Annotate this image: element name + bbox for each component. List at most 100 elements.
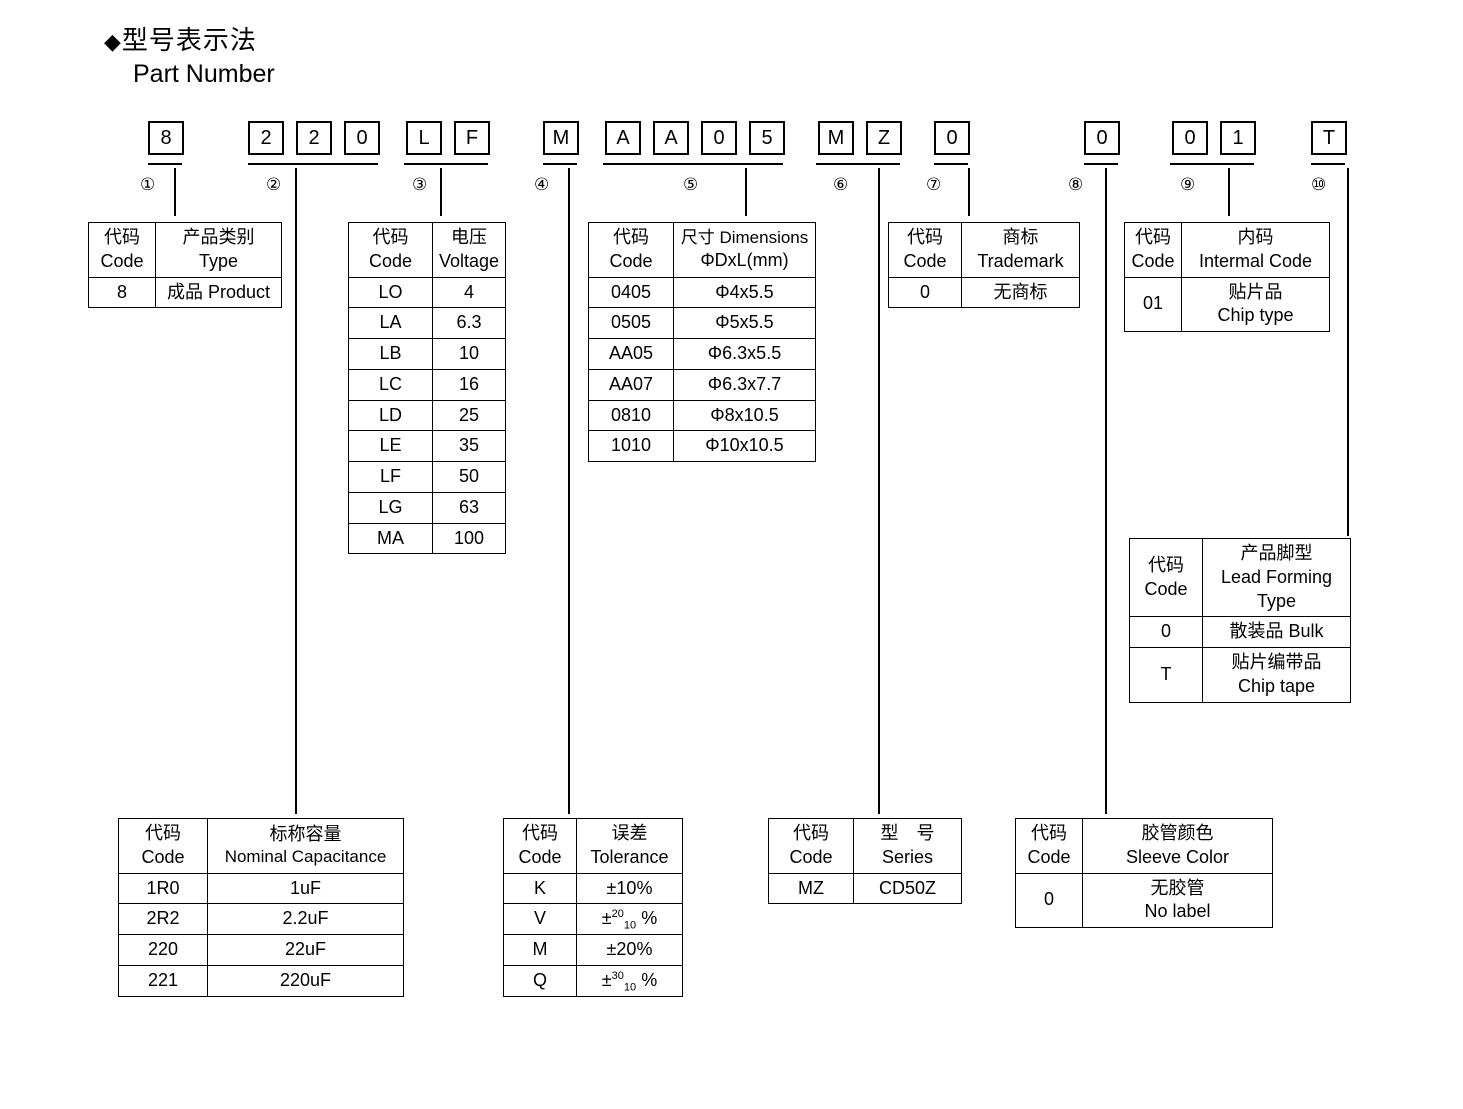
header-code-en: Code [609,250,653,271]
table-header-row: 代码 Code 型 号 Series [768,818,962,874]
pn-char-box: 5 [749,121,785,155]
header-code-en: Code [1144,578,1188,599]
header-value-cn: 型 号 [880,823,935,843]
group-underline [934,163,968,165]
row-value: 25 [432,399,506,432]
header-value: 尺寸 Dimensions ΦDxL(mm) [673,222,816,278]
header-value-en: Voltage [438,250,500,271]
row-code: LF [348,461,433,493]
row-code: 0 [888,276,962,309]
header-code-cn: 代码 [522,823,558,843]
row-value: 成品 Product [155,276,282,309]
header-value-en1: Lead Forming [1220,566,1333,587]
header-value: 型 号 Series [853,818,962,874]
pn-char-box: 0 [934,121,970,155]
row-value: 无胶管 No label [1082,872,1273,928]
row-code: K [503,872,577,905]
header-code: 代码 Code [348,222,433,278]
lead-forming-type-table: 代码 Code 产品脚型 Lead Forming Type 0 散装品 Bul… [1129,537,1351,703]
header-code-cn: 代码 [907,227,943,247]
group-marker-4: ④ [534,175,550,194]
header-code: 代码 Code [1015,818,1083,874]
row-code: MA [348,522,433,555]
group-marker-5: ⑤ [683,175,699,194]
sleeve-color-table: 代码 Code 胶管颜色 Sleeve Color 0 无胶管 No label [1015,818,1273,928]
row-code: LC [348,368,433,401]
tolerance-lower: 10 [623,919,637,932]
table-row: 8 成品 Product [88,276,282,309]
row-value: 50 [432,461,506,493]
header-value-en: ΦDxL(mm) [700,250,789,271]
row-code: 8 [88,276,156,309]
tolerance-lower: 10 [623,981,637,994]
table-row: K ±10% [503,872,683,905]
leader-line-5 [745,168,747,216]
table-header-row: 代码 Code 产品类别 Type [88,222,282,278]
row-code: LO [348,276,433,309]
row-value: 贴片编带品 Chip tape [1202,647,1351,703]
row-code: V [503,903,577,935]
row-value: 100 [432,522,506,555]
header-code-cn: 代码 [613,227,649,247]
table-row: 0 散装品 Bulk [1129,616,1351,648]
series-table: 代码 Code 型 号 Series MZ CD50Z [768,818,962,905]
pn-char-box: 1 [1220,121,1256,155]
header-value-en: Nominal Capacitance [224,847,387,867]
pn-char-box: L [406,121,442,155]
header-value: 产品类别 Type [155,222,282,278]
header-value-en: Tolerance [590,846,669,867]
header-code: 代码 Code [88,222,156,278]
table-header-row: 代码 Code 内码 Intermal Code [1124,222,1330,278]
header-code-en: Code [141,846,185,867]
pn-char-box: A [605,121,641,155]
pn-char-box: M [818,121,854,155]
header-code-cn: 代码 [104,227,140,247]
header-value-en2: Type [1256,590,1297,611]
row-code: 0505 [588,307,674,339]
row-value-cn: 贴片品 [1228,281,1283,302]
table-header-row: 代码 Code 标称容量 Nominal Capacitance [118,818,404,874]
group-underline [603,163,783,165]
row-code: AA07 [588,368,674,401]
header-code-cn: 代码 [372,227,409,247]
header-value-cn: 产品脚型 [1240,543,1313,563]
group-underline [248,163,378,165]
row-code: 2R2 [118,903,208,935]
header-value: 产品脚型 Lead Forming Type [1202,537,1351,618]
group-marker-7: ⑦ [926,175,942,194]
row-value: Φ6.3x7.7 [673,368,816,401]
pn-char-box: 2 [248,121,284,155]
pn-char-box: Z [866,121,902,155]
group-underline [1084,163,1118,165]
header-code-cn: 代码 [1135,227,1171,247]
table-header-row: 代码 Code 尺寸 Dimensions ΦDxL(mm) [588,222,816,278]
group-underline [816,163,900,165]
table-row: 01 贴片品 Chip type [1124,276,1330,332]
table-row: MZ CD50Z [768,872,962,905]
row-code: 01 [1124,276,1182,332]
page-title-cn: 型号表示法 [121,25,257,55]
row-code: 0810 [588,399,674,432]
tolerance-upper: 20 [611,908,624,921]
group-underline [1311,163,1345,165]
header-value: 胶管颜色 Sleeve Color [1082,818,1273,874]
row-value-range: ±2010 % [576,903,683,935]
header-value-en: Trademark [977,250,1064,271]
header-value: 商标 Trademark [961,222,1080,278]
tolerance-upper: 30 [611,969,624,982]
row-value: 4 [432,276,506,309]
row-code: T [1129,647,1203,703]
table-header-row: 代码 Code 误差 Tolerance [503,818,683,874]
row-value: 6.3 [432,307,506,339]
table-header-row: 代码 Code 胶管颜色 Sleeve Color [1015,818,1273,874]
row-value-range: ±3010 % [576,964,683,997]
header-value-cn: 内码 [1237,227,1274,247]
